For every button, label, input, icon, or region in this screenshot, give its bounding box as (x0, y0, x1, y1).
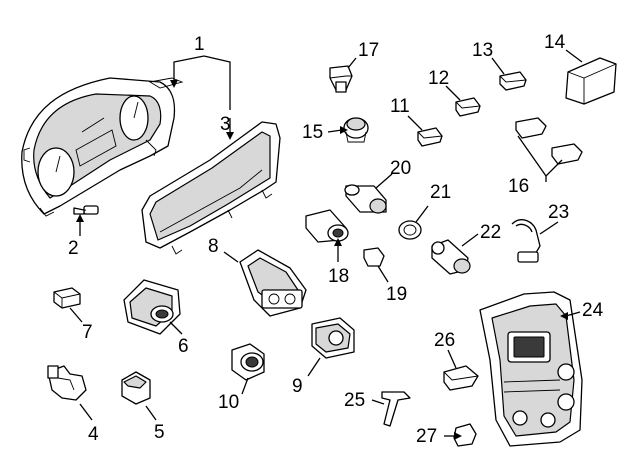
part-11-switch (417, 127, 443, 147)
callout-25: 25 (344, 390, 365, 411)
callout-16: 16 (508, 176, 529, 197)
part-4-sensor (47, 365, 87, 401)
part-7-clip (53, 287, 81, 309)
callout-7: 7 (82, 322, 93, 343)
part-26-switch (443, 365, 479, 391)
leader-lines (69, 49, 583, 440)
part-6-switch (123, 279, 181, 335)
part-19-clip (363, 247, 385, 267)
callout-24: 24 (582, 300, 604, 321)
part-24-radio-bezel (479, 291, 583, 447)
callout-10: 10 (218, 392, 239, 413)
callout-15: 15 (302, 122, 323, 143)
part-17-clip (329, 65, 353, 93)
callout-9: 9 (292, 376, 303, 397)
part-18-socket (305, 209, 349, 243)
callout-3: 3 (220, 114, 231, 135)
callout-22: 22 (480, 222, 501, 243)
callout-12: 12 (428, 68, 449, 89)
part-3-cluster-lens (141, 121, 281, 255)
callout-4: 4 (88, 424, 99, 445)
part-20-cylinder (344, 184, 387, 214)
part-5-switch (121, 371, 151, 405)
callout-2: 2 (68, 238, 79, 259)
part-9-switch-panel (311, 317, 355, 359)
callout-27: 27 (416, 426, 437, 447)
callout-13: 13 (472, 40, 493, 61)
part-14-module (565, 57, 617, 105)
callout-6: 6 (178, 336, 189, 357)
part-1-instrument-cluster (21, 77, 184, 217)
callout-labels: 1 3 2 7 6 4 5 8 10 9 17 15 11 12 13 14 1… (68, 32, 604, 447)
callout-11: 11 (390, 96, 410, 117)
callout-26: 26 (434, 330, 455, 351)
callout-14: 14 (544, 32, 566, 53)
callout-8: 8 (208, 236, 219, 257)
part-12-switch (455, 97, 481, 117)
part-10-knob (231, 343, 265, 381)
part-8-vent-housing (239, 249, 307, 317)
part-25-bracket (381, 391, 411, 427)
callout-17: 17 (358, 40, 379, 61)
callout-19: 19 (386, 284, 407, 305)
part-23-harness (511, 219, 541, 263)
callout-20: 20 (390, 158, 411, 179)
part-21-ring (398, 220, 422, 240)
callout-5: 5 (154, 422, 165, 443)
callout-21: 21 (430, 182, 451, 203)
part-2-screw (73, 205, 99, 215)
part-13-switch (499, 71, 527, 91)
part-22-element (431, 239, 471, 275)
callout-1: 1 (194, 34, 205, 55)
callout-18: 18 (328, 266, 349, 287)
part-16-switches (515, 117, 583, 165)
callout-23: 23 (548, 202, 569, 223)
